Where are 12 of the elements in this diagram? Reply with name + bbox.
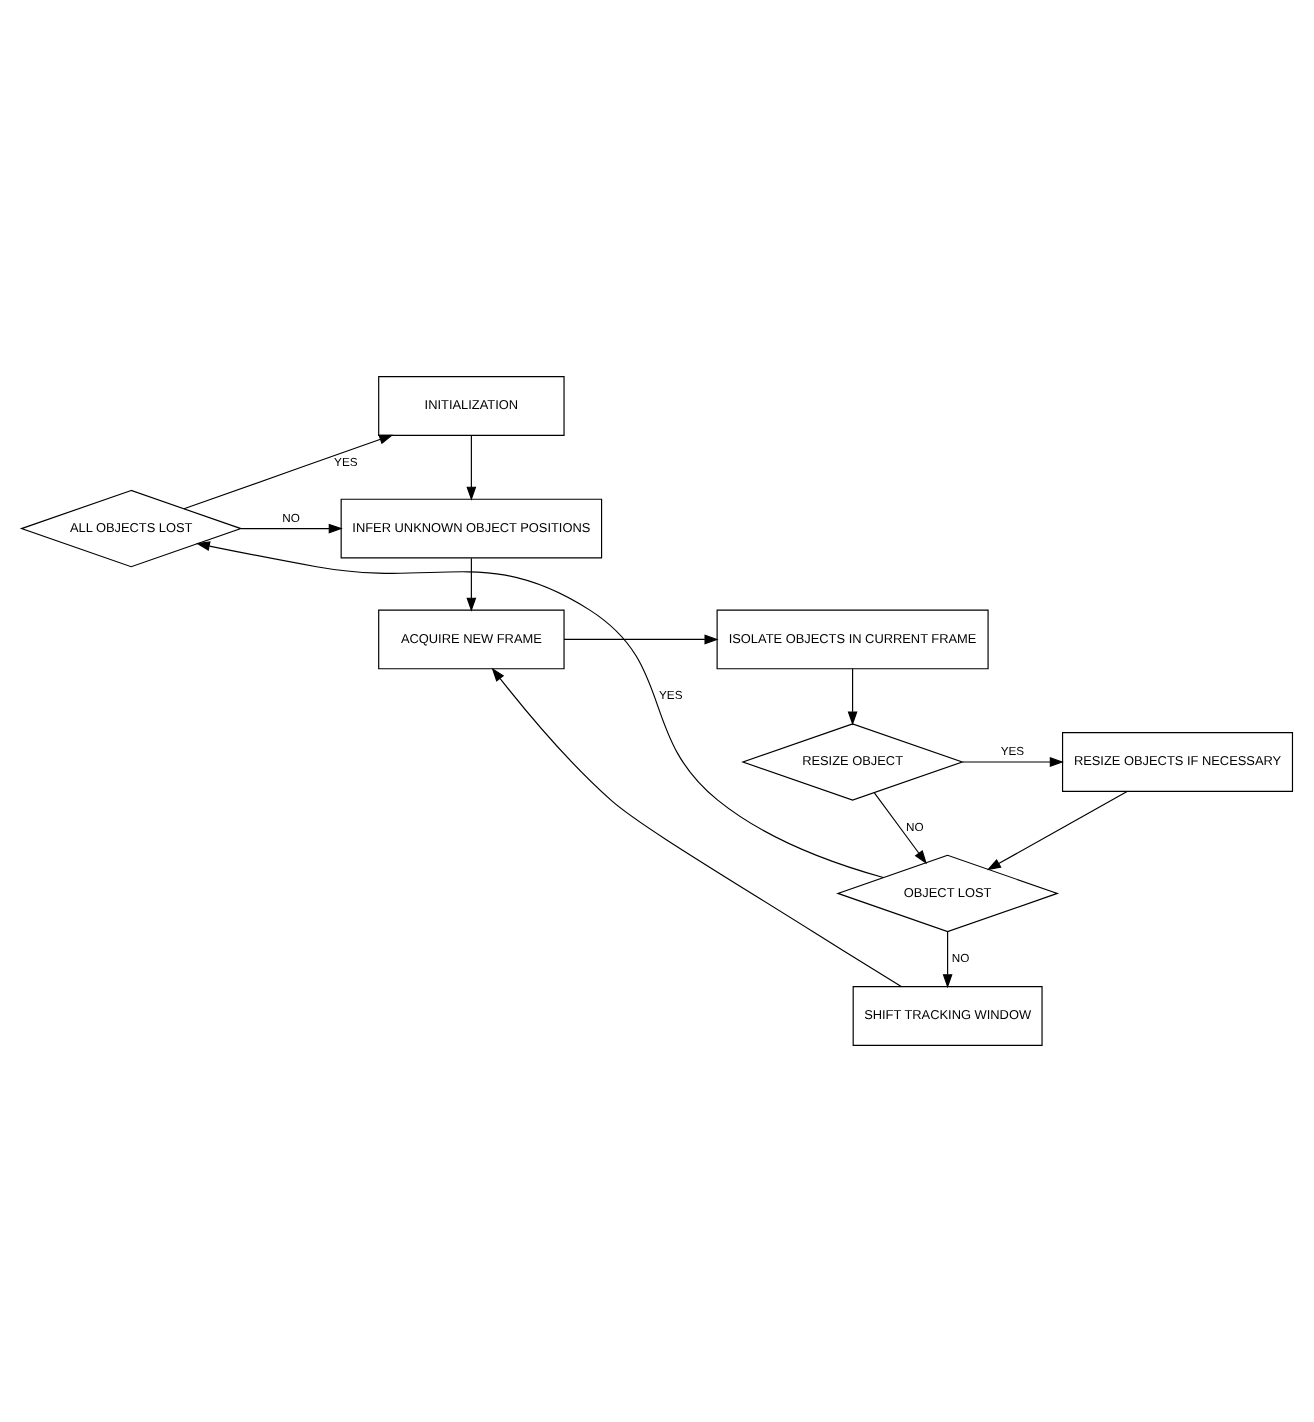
arrow (847, 668, 858, 726)
arrow (183, 434, 394, 510)
arrow (466, 434, 477, 501)
arrow (986, 790, 1128, 871)
arrow (195, 541, 884, 879)
arrow (240, 523, 343, 534)
arrow (942, 931, 953, 989)
arrow (491, 667, 903, 988)
arrow (962, 757, 1064, 767)
arrow (563, 634, 719, 645)
arrow (466, 557, 477, 612)
arrow (873, 792, 927, 865)
